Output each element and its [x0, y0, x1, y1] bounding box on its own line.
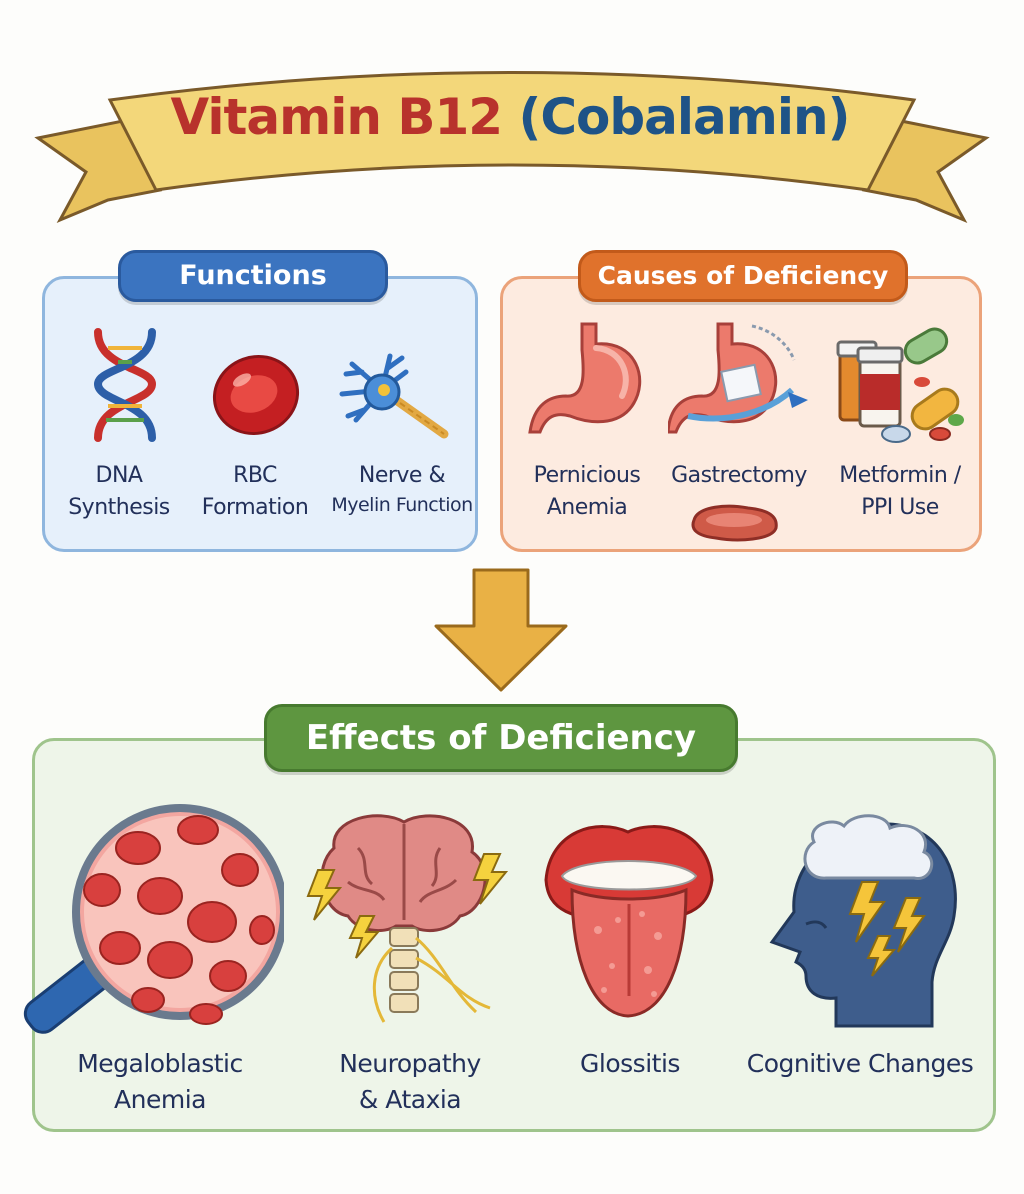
functions-heading: Functions: [118, 250, 388, 302]
down-arrow: [434, 568, 568, 692]
head-storm-icon: [769, 814, 957, 1028]
cause-label-metformin: Metformin /PPI Use: [839, 463, 961, 520]
dna-icon: [93, 328, 157, 442]
title-sub: (Cobalamin): [518, 88, 850, 146]
title-banner: [34, 71, 990, 224]
title-main: Vitamin B12: [170, 88, 504, 146]
effect-label-neuropathy: Neuropathy& Ataxia: [339, 1049, 481, 1115]
pills-icon: [836, 327, 964, 443]
brain-spine-icon: [306, 814, 509, 1023]
gastrectomy-stomach-icon: [668, 322, 808, 434]
effect-label-cognitive: Cognitive Changes: [746, 1049, 974, 1078]
neuron-icon: [339, 353, 449, 439]
page-title: Vitamin B12 (Cobalamin): [150, 88, 870, 146]
red-blood-cell-icon: [212, 355, 300, 435]
tongue-icon: [544, 825, 714, 1018]
tissue-piece-icon: [691, 504, 778, 542]
effects-heading: Effects of Deficiency: [264, 704, 738, 772]
magnifier-blood-cells-icon: [23, 804, 284, 1034]
function-label-nerve: Nerve &Myelin Function: [331, 463, 473, 516]
effect-label-glossitis: Glossitis: [580, 1049, 680, 1078]
causes-heading: Causes of Deficiency: [578, 250, 908, 302]
stomach-icon: [528, 322, 642, 434]
cause-label-gastrectomy: Gastrectomy: [671, 463, 807, 488]
